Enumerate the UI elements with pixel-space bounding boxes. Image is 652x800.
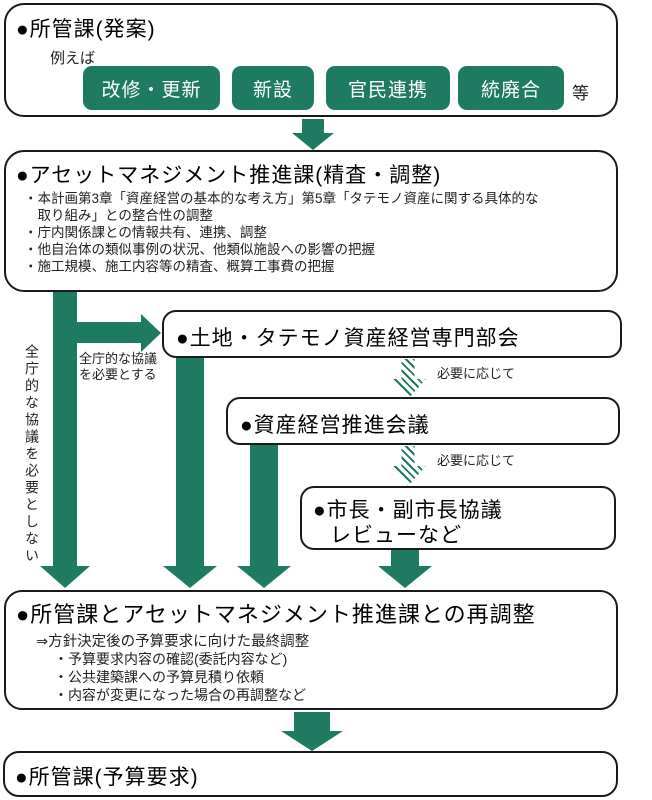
arrow-no-consult-head [40, 566, 90, 588]
tag-consolidation: 統廃合 [458, 66, 564, 110]
tag-renovation-renewal: 改修・更新 [83, 66, 220, 110]
arrow-council-down-head [237, 566, 291, 588]
asset-management-bullets: ・本計画第3章「資産経営の基本的な考え方」第5章「タテモノ資産に関する具体的な … [24, 190, 608, 275]
arrow-consult-branch-head [141, 314, 161, 352]
box-department-proposal-title: ●所管課(発案) [16, 18, 156, 41]
box-asset-council-title: ●資産経営推進会議 [240, 414, 430, 437]
box-asset-management-title: ●アセットマネジメント推進課(精査・調整) [16, 164, 442, 187]
box-land-building-panel-title: ●土地・タテモノ資産経営専門部会 [176, 327, 520, 350]
readjustment-lead: ⇒方針決定後の予算要求に向けた最終調整 [36, 634, 310, 650]
asset-bullet-4: ・施工規模、施工内容等の精査、概算工事費の把握 [24, 259, 335, 274]
arrow-to-budget-shaft [294, 712, 330, 732]
box-mayor-consult-title: ●市長・副市長協議 [313, 499, 503, 522]
box-asset-management: ●アセットマネジメント推進課(精査・調整) ・本計画第3章「資産経営の基本的な考… [4, 150, 618, 292]
hatched-arrow-to-council [390, 359, 426, 399]
box-budget-request-title: ●所管課(予算要求) [15, 766, 199, 789]
arrow-council-down-shaft [250, 445, 278, 566]
box-mayor-consult-line2: レビューなど [330, 524, 462, 547]
readjust-bullet-1: ・予算要求内容の確認(委託内容など) [54, 651, 288, 667]
box-mayor-consult: ●市長・副市長協議 レビューなど [300, 486, 616, 550]
box-readjustment: ●所管課とアセットマネジメント推進課との再調整 ⇒方針決定後の予算要求に向けた最… [4, 590, 618, 710]
readjust-bullet-3: ・内容が変更になった場合の再調整など [54, 687, 306, 703]
label-no-citywide-consult: 全庁的な協議を必要としない [24, 344, 40, 565]
tag-new-construction: 新設 [232, 66, 314, 110]
arrow-proposal-to-asset-head [292, 133, 334, 150]
label-as-needed-1: 必要に応じて [437, 366, 516, 381]
box-budget-request: ●所管課(予算要求) [3, 751, 618, 797]
arrow-land-panel-down-head [163, 566, 217, 588]
box-land-building-panel: ●土地・タテモノ資産経営専門部会 [162, 310, 622, 358]
example-label: 例えば [50, 50, 96, 67]
asset-bullet-2: ・庁内関係課との情報共有、連携、調整 [24, 225, 267, 240]
arrow-land-panel-down-shaft [176, 358, 204, 566]
arrow-mayor-down-shaft [391, 550, 419, 566]
box-readjustment-title: ●所管課とアセットマネジメント推進課との再調整 [16, 602, 536, 627]
box-asset-council: ●資産経営推進会議 [226, 397, 620, 445]
tag-public-private: 官民連携 [326, 66, 450, 110]
label-as-needed-2: 必要に応じて [437, 453, 516, 468]
arrow-consult-branch-shaft [65, 322, 141, 343]
readjust-bullet-2: ・公共建築課への予算見積り依頼 [54, 669, 264, 685]
asset-bullet-3: ・他自治体の類似事例の状況、他類似施設への影響の把握 [24, 242, 375, 257]
arrow-mayor-down-head [378, 566, 432, 588]
label-citywide-consult: 全庁的な協議 を必要とする [79, 351, 158, 382]
asset-bullet-1: ・本計画第3章「資産経営の基本的な考え方」第5章「タテモノ資産に関する具体的な … [24, 191, 539, 223]
readjustment-bullets: ・予算要求内容の確認(委託内容など) ・公共建築課への予算見積り依頼 ・内容が変… [54, 650, 594, 704]
hatched-arrow-to-mayor [390, 446, 426, 486]
arrow-proposal-to-asset-shaft [302, 119, 324, 134]
arrow-to-budget-head [281, 731, 343, 751]
etc-label: 等 [572, 84, 589, 103]
